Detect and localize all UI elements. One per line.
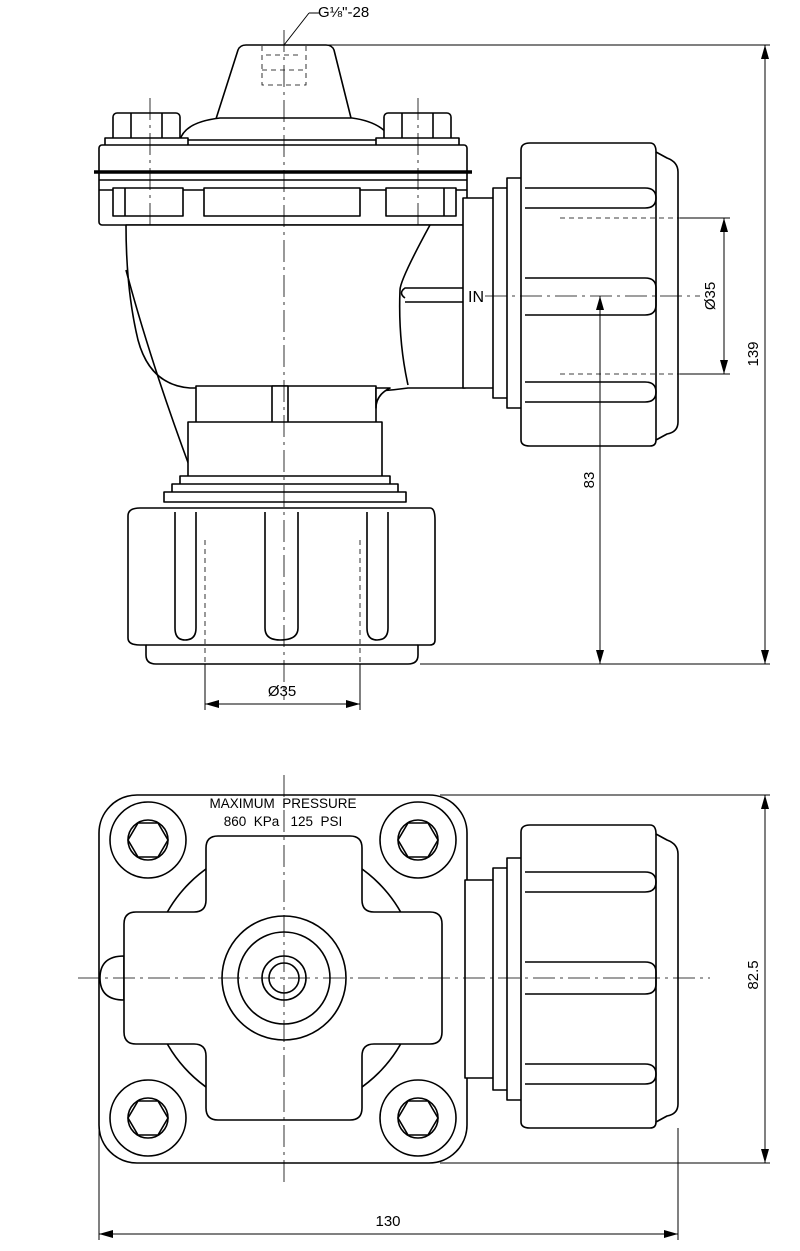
bolt-bottom-left	[109, 1079, 187, 1157]
pressure-rating-line2: 860 KPa 125 PSI	[224, 814, 343, 829]
side-ear	[99, 955, 125, 1001]
outlet-neck	[163, 385, 407, 503]
inlet-dresser-nut	[520, 142, 680, 447]
inlet-stub	[462, 177, 524, 409]
bolt-top-right	[379, 801, 457, 879]
cover-flange	[94, 144, 472, 226]
thread-callout-text: G⅛"-28	[318, 4, 369, 21]
dim-inlet-diameter: Ø35	[680, 217, 730, 375]
dim-depth-text: 82.5	[745, 960, 762, 989]
dim-depth: 82.5	[440, 794, 770, 1164]
dim-width-text: 130	[375, 1213, 400, 1230]
dim-outlet-height: 83	[581, 296, 604, 664]
dim-total-height: 139	[306, 44, 770, 665]
bolt-head-right	[375, 112, 460, 147]
dim-inlet-diameter-text: Ø35	[702, 282, 719, 310]
dim-outlet-diameter-text: Ø35	[268, 683, 296, 700]
top-inlet-dresser-nut	[520, 824, 679, 1129]
pressure-rating-line1: MAXIMUM PRESSURE	[209, 796, 356, 811]
inlet-label: IN	[468, 289, 484, 306]
thread-callout: G⅛"-28	[283, 4, 369, 46]
dim-total-height-text: 139	[745, 341, 762, 366]
bolt-bottom-right	[379, 1079, 457, 1157]
side-view: G⅛"-28 IN Ø35 139 83	[94, 4, 770, 710]
top-inlet-stub	[464, 857, 524, 1101]
outlet-dresser-nut	[127, 507, 436, 665]
bolt-top-left	[109, 801, 187, 879]
top-view: MAXIMUM PRESSURE 860 KPa 125 PSI 82.5 13…	[78, 775, 770, 1240]
dim-outlet-height-text: 83	[581, 472, 598, 489]
dim-outlet-diameter: Ø35	[204, 664, 361, 710]
bolt-head-left	[104, 112, 189, 147]
dim-width: 130	[98, 1000, 679, 1240]
pilot-cap	[179, 44, 393, 141]
valve-body	[125, 224, 466, 469]
